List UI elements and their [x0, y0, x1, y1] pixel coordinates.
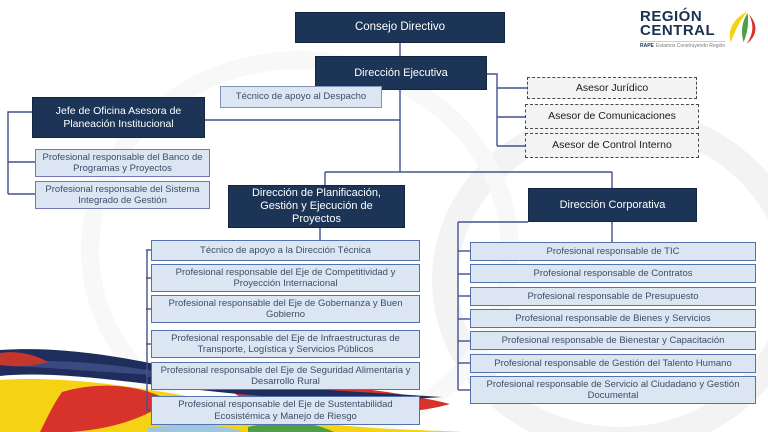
- box-banco-programas: Profesional responsable del Banco de Pro…: [35, 149, 210, 177]
- planificacion-child-6: Profesional responsable del Eje de Suste…: [151, 396, 420, 425]
- flag-blue-sliver: [148, 424, 244, 432]
- corporativa-child-3: Profesional responsable de Presupuesto: [470, 287, 756, 306]
- box-direccion-corporativa: Dirección Corporativa: [528, 188, 697, 222]
- corporativa-child-4: Profesional responsable de Bienes y Serv…: [470, 309, 756, 328]
- box-consejo-directivo: Consejo Directivo: [295, 12, 505, 43]
- box-tecnico-despacho: Técnico de apoyo al Despacho: [220, 86, 382, 108]
- planificacion-child-1: Técnico de apoyo a la Dirección Técnica: [151, 240, 420, 261]
- box-asesor-control-interno: Asesor de Control Interno: [525, 133, 699, 158]
- corporativa-child-1: Profesional responsable de TIC: [470, 242, 756, 261]
- corporativa-child-6: Profesional responsable de Gestión del T…: [470, 354, 756, 373]
- box-direccion-ejecutiva: Dirección Ejecutiva: [315, 56, 487, 90]
- flag-navy-streak: [10, 360, 180, 376]
- flame-icon: [729, 11, 756, 44]
- planificacion-child-4: Profesional responsable del Eje de Infra…: [151, 330, 420, 358]
- logo-title-line1: REGIÓN: [640, 8, 703, 25]
- box-asesor-comunicaciones: Asesor de Comunicaciones: [525, 104, 699, 129]
- corporativa-child-5: Profesional responsable de Bienestar y C…: [470, 331, 756, 350]
- logo: REGIÓN CENTRAL RAPE Estamos Construyendo…: [640, 8, 758, 58]
- box-sistema-gestion: Profesional responsable del Sistema Inte…: [35, 181, 210, 209]
- box-direccion-planificacion: Dirección de Planificación, Gestión y Ej…: [228, 185, 405, 228]
- logo-title-line2: CENTRAL: [640, 22, 716, 40]
- flag-red-corner: [0, 352, 48, 367]
- flag-navy-band: [0, 349, 442, 400]
- logo-tagline-brand: RAPE: [640, 42, 654, 49]
- planificacion-child-3: Profesional responsable del Eje de Gober…: [151, 295, 420, 323]
- flag-red-left: [40, 385, 168, 432]
- logo-tagline-text: Estamos Construyendo Región: [655, 42, 726, 49]
- corporativa-child-7: Profesional responsable de Servicio al C…: [470, 376, 756, 404]
- box-jefe-oficina: Jefe de Oficina Asesora de Planeación In…: [32, 97, 205, 138]
- planificacion-child-2: Profesional responsable del Eje de Compe…: [151, 264, 420, 292]
- planificacion-child-5: Profesional responsable del Eje de Segur…: [151, 362, 420, 390]
- corporativa-child-2: Profesional responsable de Contratos: [470, 264, 756, 283]
- logo-tagline: RAPE Estamos Construyendo Región: [640, 40, 726, 49]
- box-asesor-juridico: Asesor Jurídico: [527, 77, 697, 99]
